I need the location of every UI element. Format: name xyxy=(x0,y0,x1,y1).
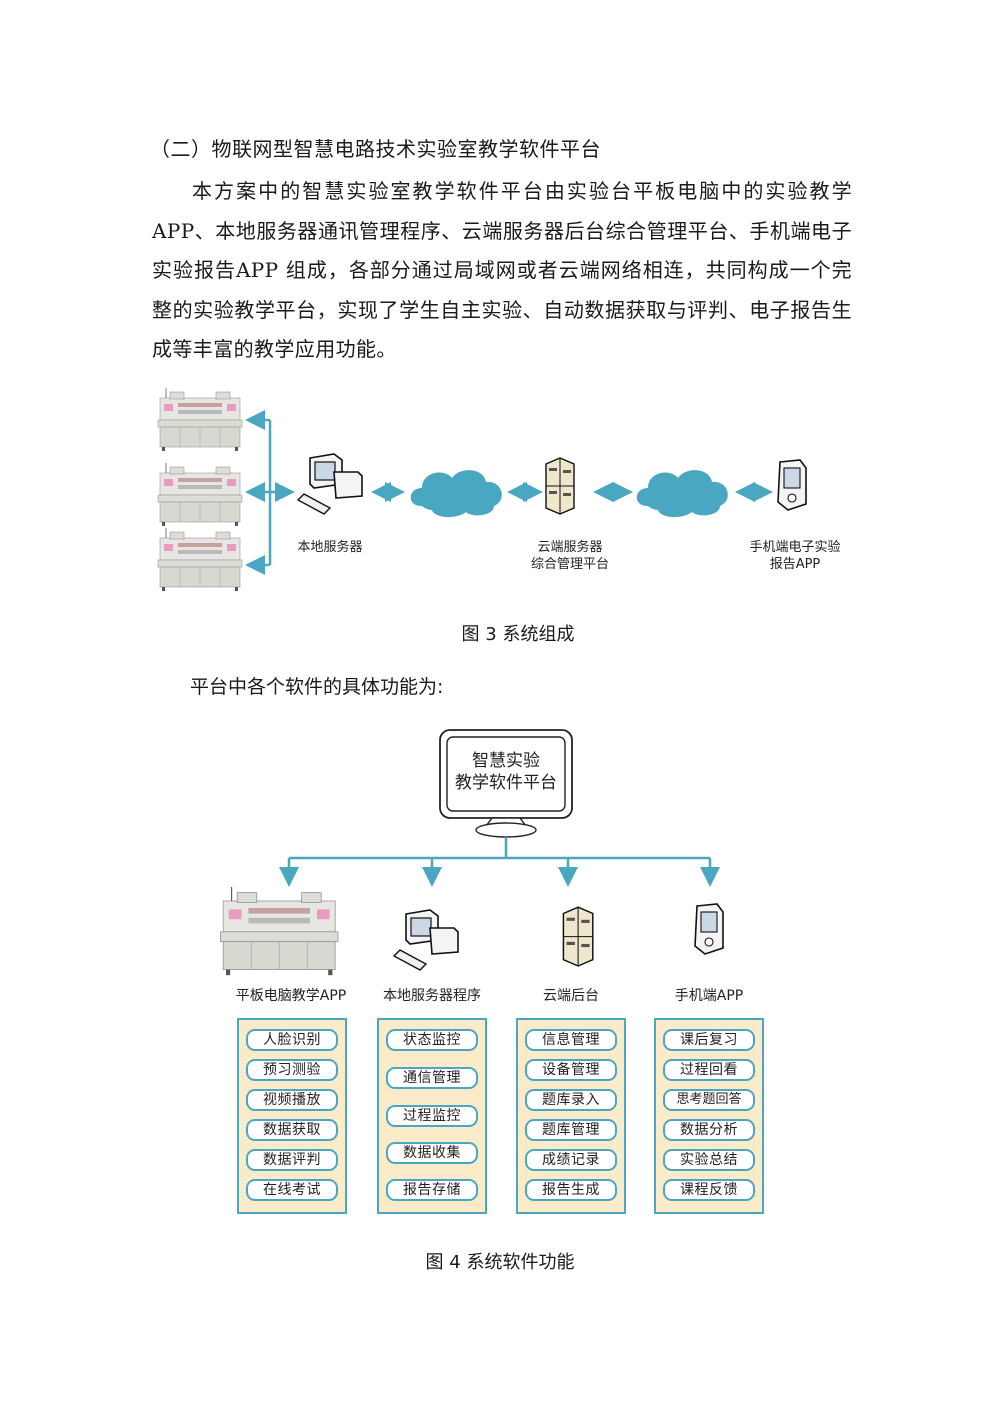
function-panel-cloud-backend: 信息管理 设备管理 题库录入 题库管理 成绩记录 报告生成 xyxy=(516,1018,626,1214)
section-heading: （二）物联网型智慧电路技术实验室教学软件平台 xyxy=(150,137,601,161)
function-item: 成绩记录 xyxy=(525,1149,617,1171)
function-item: 数据分析 xyxy=(663,1119,755,1141)
function-item: 预习测验 xyxy=(246,1059,338,1081)
monitor-icon xyxy=(439,729,573,838)
function-item: 过程回看 xyxy=(663,1059,755,1081)
function-item: 过程监控 xyxy=(386,1105,478,1127)
function-panel-mobile-app: 课后复习 过程回看 思考题回答 数据分析 实验总结 课程反馈 xyxy=(654,1018,764,1214)
root-line-2: 教学软件平台 xyxy=(455,773,557,793)
desktop-computer-icon xyxy=(297,453,363,515)
function-item: 在线考试 xyxy=(246,1179,338,1201)
desktop-computer-icon xyxy=(393,909,459,971)
function-item: 报告生成 xyxy=(525,1179,617,1201)
figure-4-caption: 图 4 系统软件功能 xyxy=(425,1252,575,1273)
function-item: 题库录入 xyxy=(525,1089,617,1111)
column-title: 手机端APP xyxy=(674,988,744,1004)
function-item: 思考题回答 xyxy=(663,1089,755,1111)
function-item: 信息管理 xyxy=(525,1029,617,1051)
mobile-label-2: 报告APP xyxy=(769,557,821,572)
function-item: 课后复习 xyxy=(663,1029,755,1051)
function-item: 课程反馈 xyxy=(663,1179,755,1201)
root-line-1: 智慧实验 xyxy=(472,751,540,771)
column-title: 本地服务器程序 xyxy=(383,988,481,1004)
figure-3-caption: 图 3 系统组成 xyxy=(461,624,575,645)
lab-bench-icon xyxy=(157,387,243,452)
server-cluster-icon xyxy=(562,906,594,967)
function-item: 报告存储 xyxy=(386,1179,478,1201)
functions-intro: 平台中各个软件的具体功能为: xyxy=(190,676,444,698)
function-panel-local-server: 状态监控 通信管理 过程监控 数据收集 报告存储 xyxy=(377,1018,487,1214)
cloud-icon xyxy=(410,470,502,518)
function-item: 设备管理 xyxy=(525,1059,617,1081)
cloud-icon xyxy=(636,470,728,518)
handheld-device-icon xyxy=(694,903,724,955)
handheld-device-icon xyxy=(777,459,807,511)
column-title: 平板电脑教学APP xyxy=(235,988,347,1004)
cloud-server-label-2: 综合管理平台 xyxy=(530,557,609,572)
function-item: 状态监控 xyxy=(386,1029,478,1051)
function-item: 实验总结 xyxy=(663,1149,755,1171)
local-server-label: 本地服务器 xyxy=(297,540,363,555)
server-cluster-icon xyxy=(545,457,575,515)
function-item: 人脸识别 xyxy=(246,1029,338,1051)
function-item: 题库管理 xyxy=(525,1119,617,1141)
mobile-label-1: 手机端电子实验 xyxy=(749,540,841,555)
figure-3-diagram xyxy=(157,387,807,592)
function-item: 视频播放 xyxy=(246,1089,338,1111)
lab-bench-icon xyxy=(219,886,339,976)
cloud-server-label-1: 云端服务器 xyxy=(537,540,603,555)
lab-bench-icon xyxy=(157,527,243,592)
function-item: 通信管理 xyxy=(386,1067,478,1089)
function-item: 数据获取 xyxy=(246,1119,338,1141)
section-paragraph: 本方案中的智慧实验室教学软件平台由实验台平板电脑中的实验教学 APP、本地服务器… xyxy=(152,179,852,361)
column-title: 云端后台 xyxy=(543,988,599,1004)
function-panel-tablet-app: 人脸识别 预习测验 视频播放 数据获取 数据评判 在线考试 xyxy=(237,1018,347,1214)
figure-4-diagram xyxy=(219,729,724,976)
function-item: 数据评判 xyxy=(246,1149,338,1171)
lab-bench-icon xyxy=(157,462,243,527)
function-item: 数据收集 xyxy=(386,1142,478,1164)
platform-root-label: 智慧实验 教学软件平台 xyxy=(440,750,572,794)
